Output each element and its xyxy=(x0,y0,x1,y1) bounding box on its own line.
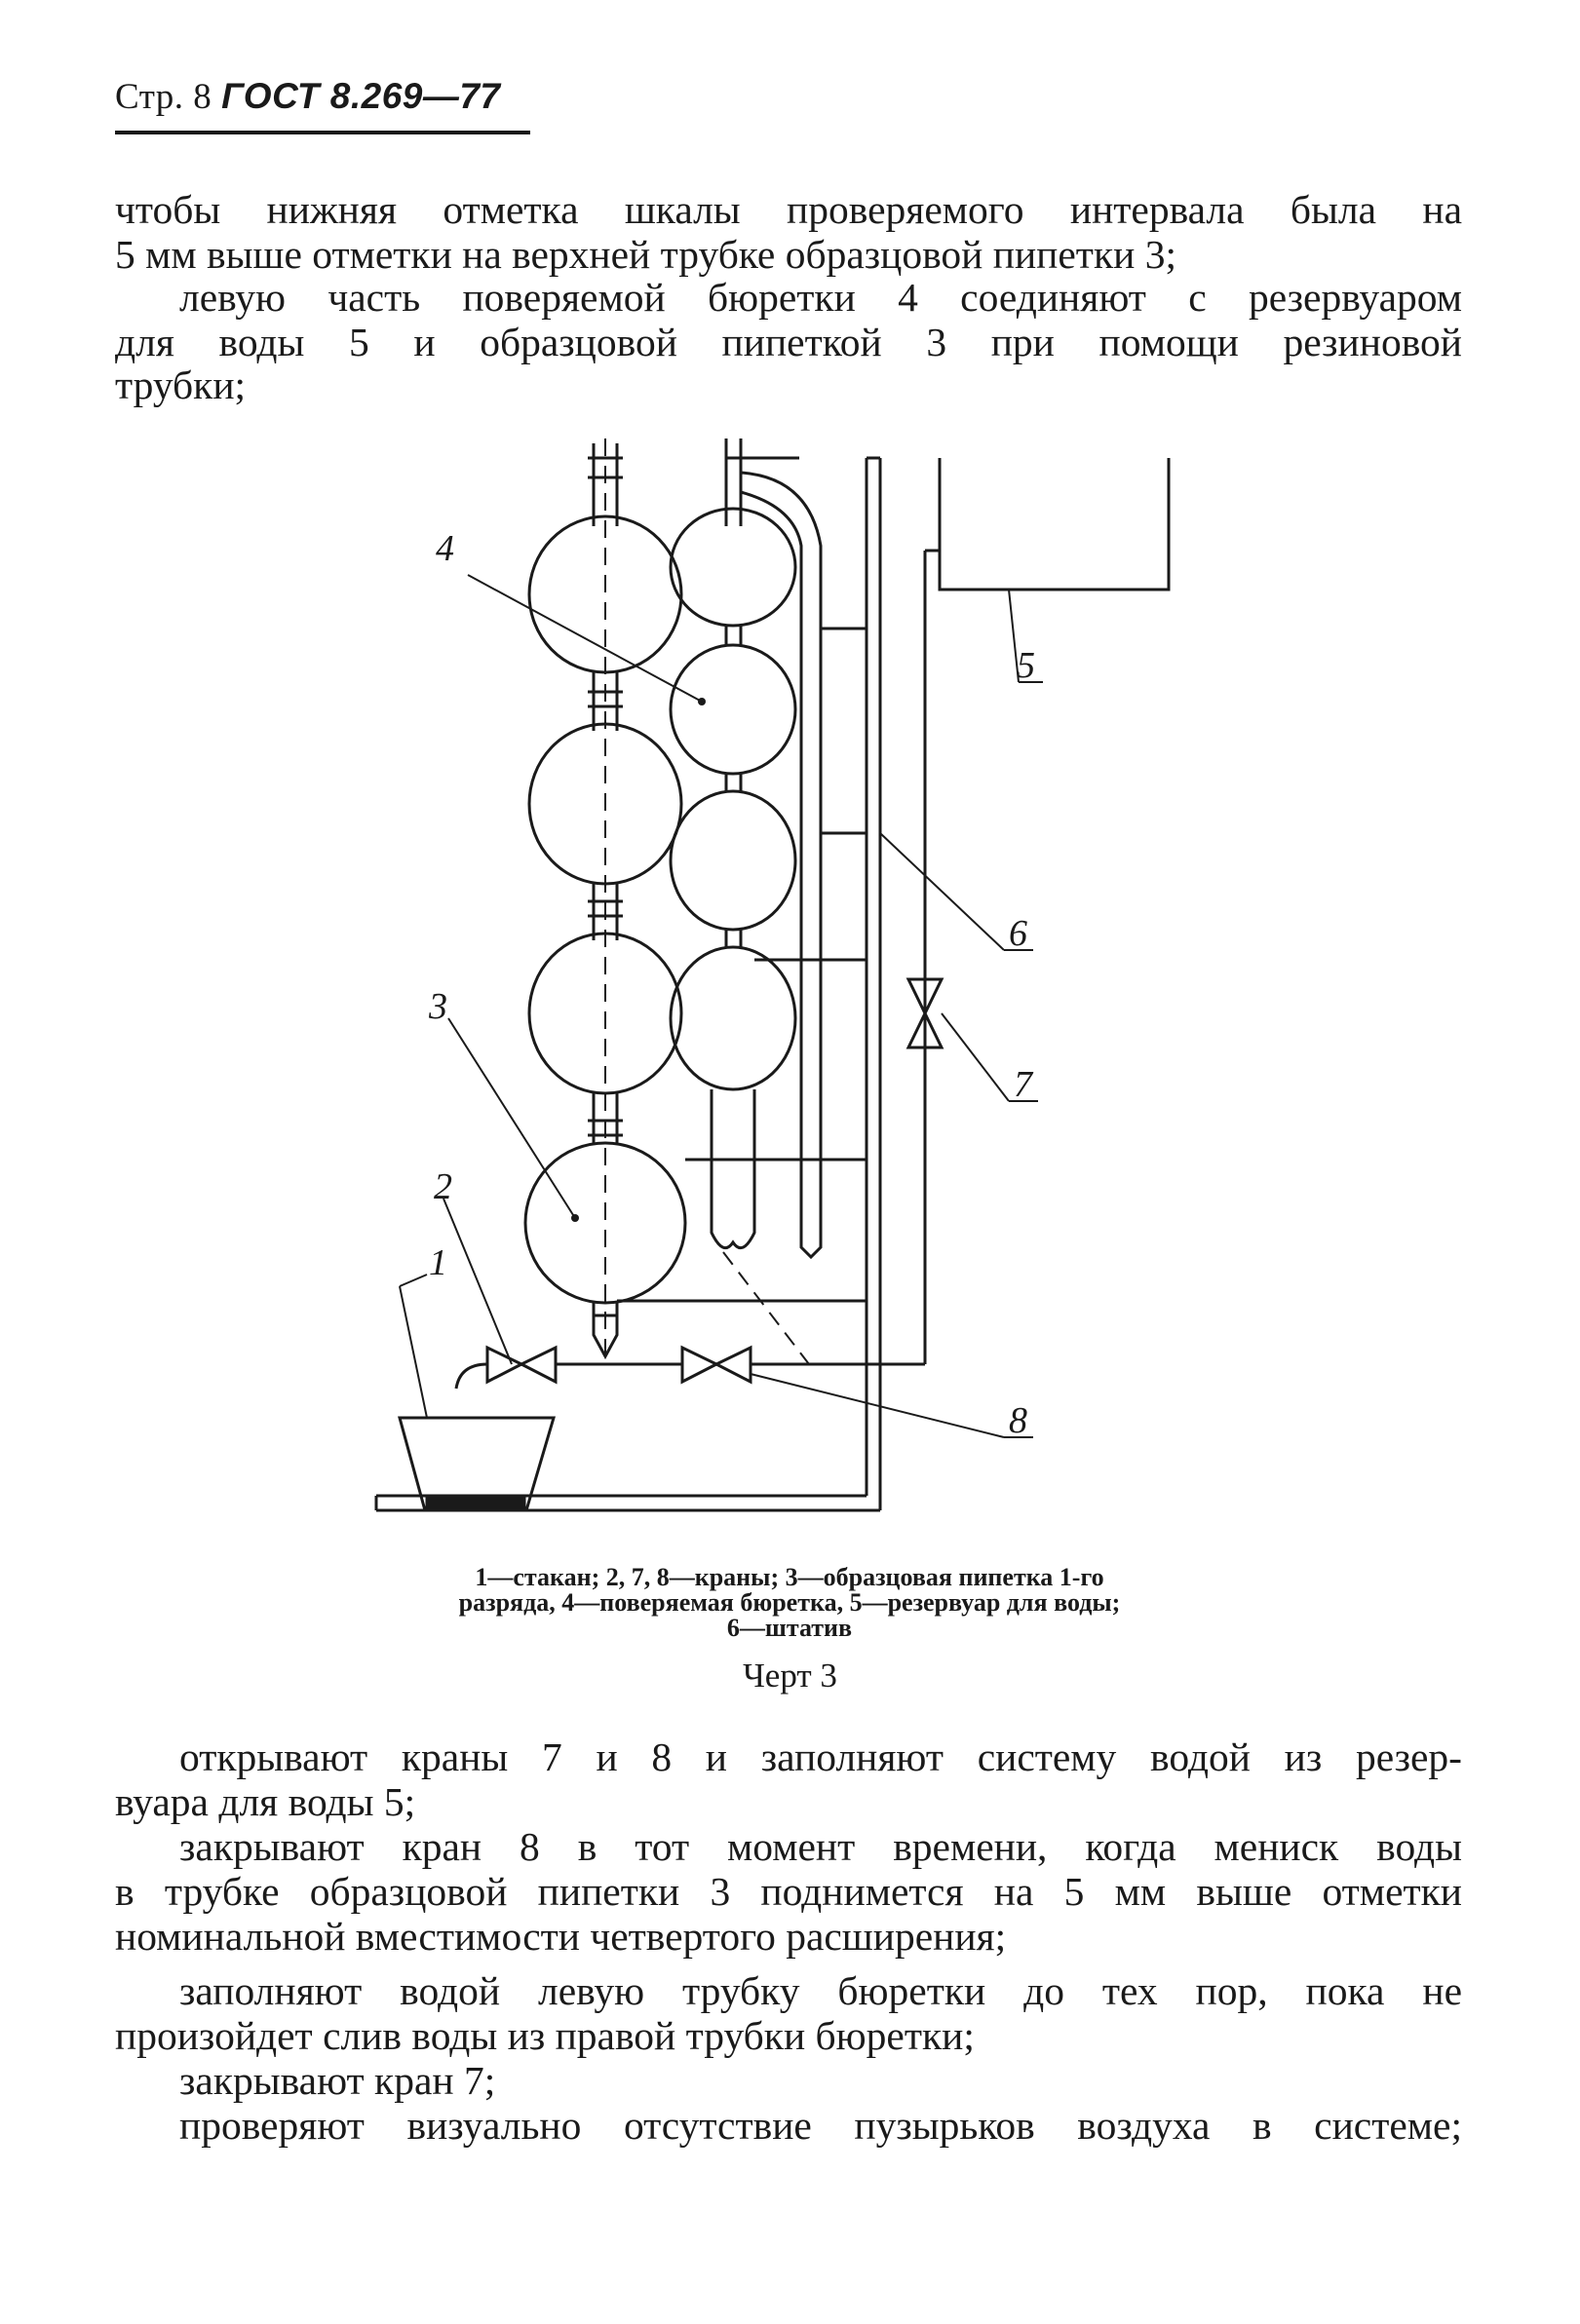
text-line: в трубке образцовой пипетки 3 поднимется… xyxy=(115,1869,1462,1914)
valve-7 xyxy=(906,977,944,1049)
beaker-1 xyxy=(398,1416,557,1512)
label-4: 4 xyxy=(436,528,454,569)
label-7: 7 xyxy=(1014,1064,1034,1105)
caption-line: 1—стакан; 2, 7, 8—краны; 3—образцовая пи… xyxy=(475,1563,1104,1591)
text-line: закрывают кран 8 в тот момент времени, к… xyxy=(179,1824,1462,1869)
header-rule xyxy=(115,131,530,134)
page-number: Стр. 8 xyxy=(115,77,212,117)
text-line: для воды 5 и образцовой пипеткой 3 при п… xyxy=(115,320,1462,364)
label-3: 3 xyxy=(428,986,447,1027)
text-line: 5 мм выше отметки на верхней трубке обра… xyxy=(115,232,1176,277)
pipette-3 xyxy=(523,1141,687,1360)
apparatus-diagram: 1 2 3 4 5 6 7 8 xyxy=(374,438,1171,1512)
text-line: номинальной вместимости четвертого расши… xyxy=(115,1914,1007,1959)
valves-2-8 xyxy=(454,1251,925,1390)
right-column-bulbs xyxy=(669,438,823,1260)
label-8: 8 xyxy=(1009,1400,1027,1441)
caption-line: 6—штатив xyxy=(726,1614,853,1642)
text-line: чтобы нижняя отметка шкалы проверяемого … xyxy=(115,187,1462,232)
text-line: открывают краны 7 и 8 и заполняют систем… xyxy=(179,1734,1462,1779)
figure-title: Черт 3 xyxy=(743,1657,837,1695)
figure-caption: 1—стакан; 2, 7, 8—краны; 3—образцовая пи… xyxy=(351,1565,1228,1641)
bulb-dots xyxy=(571,698,706,1222)
text-line: вуара для воды 5; xyxy=(115,1779,416,1824)
stand-6 xyxy=(374,456,882,1512)
text-line: закрывают кран 7; xyxy=(179,2058,496,2103)
caption-line: разряда, 4—поверяемая бюретка, 5—резерву… xyxy=(458,1588,1121,1617)
label-1: 1 xyxy=(429,1242,447,1283)
label-2: 2 xyxy=(434,1166,452,1207)
text-line: левую часть поверяемой бюретки 4 соединя… xyxy=(179,275,1462,320)
standard-number: ГОСТ 8.269—77 xyxy=(221,76,501,116)
text-line: трубки; xyxy=(115,362,247,407)
burette-4 xyxy=(527,438,683,1364)
text-line: проверяют визуально отсутствие пузырьков… xyxy=(179,2103,1462,2148)
text-line: заполняют водой левую трубку бюретки до … xyxy=(179,1968,1462,2013)
text-line: произойдет слив воды из правой трубки бю… xyxy=(115,2013,975,2058)
page-header: Стр. 8 ГОСТ 8.269—77 xyxy=(115,76,501,118)
label-5: 5 xyxy=(1017,645,1035,686)
reservoir-5 xyxy=(923,458,1171,1364)
leader-lines xyxy=(399,574,1043,1438)
label-6: 6 xyxy=(1009,913,1027,954)
